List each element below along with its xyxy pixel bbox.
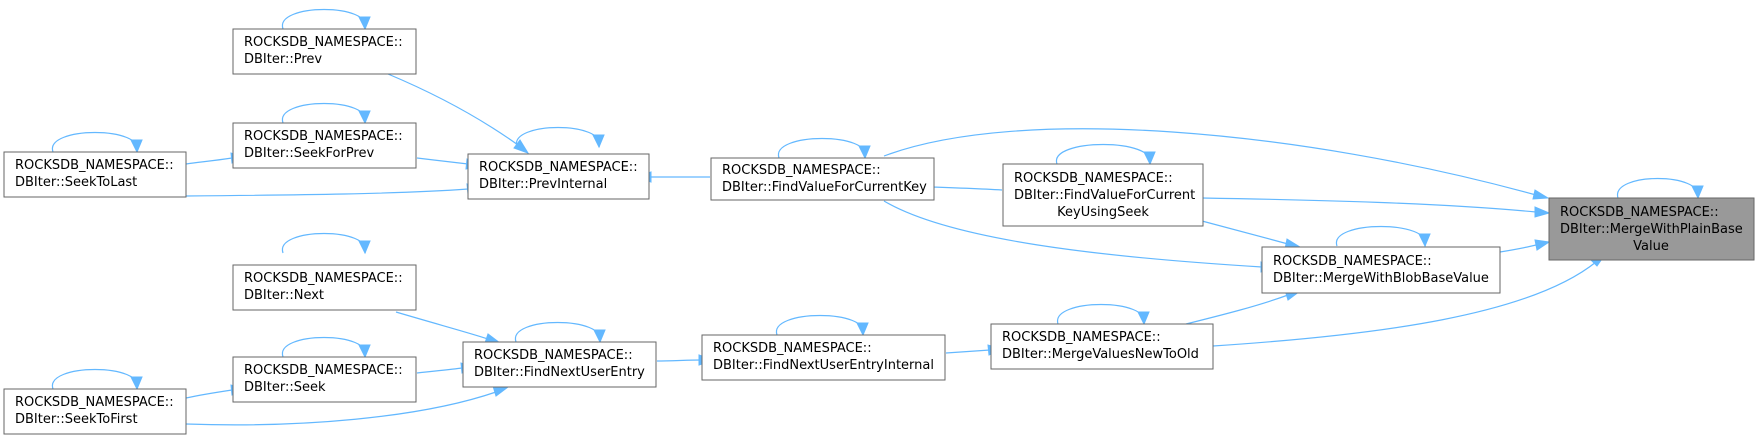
node-label-line: KeyUsingSeek [1057, 205, 1149, 220]
node-label-line: DBIter::FindNextUserEntryInternal [713, 358, 934, 373]
arrowhead [1137, 311, 1150, 326]
edge-merge-new-old-to-merge-plain [1212, 261, 1597, 347]
edge-merge-new-old-to-merge-blob [1185, 294, 1289, 325]
arrowhead [513, 139, 530, 154]
node-find-next-user-entry-internal[interactable]: ROCKSDB_NAMESPACE:: DBIter::FindNextUser… [701, 334, 946, 381]
self-loop-find-next-internal [776, 315, 864, 336]
node-label-line: ROCKSDB_NAMESPACE:: [1002, 330, 1161, 345]
node-label-line: ROCKSDB_NAMESPACE:: [15, 395, 174, 410]
node-label-line: ROCKSDB_NAMESPACE:: [479, 160, 638, 175]
self-loop-seek-to-last [52, 132, 138, 153]
node-find-value-for-current-key[interactable]: ROCKSDB_NAMESPACE:: DBIter::FindValueFor… [710, 157, 935, 201]
arrowhead [1534, 206, 1551, 218]
edge-find-next-to-find-next-internal [656, 359, 702, 362]
self-loop-merge-blob [1336, 226, 1426, 247]
arrowhead [358, 240, 371, 255]
node-label-line: DBIter::MergeWithPlainBase [1560, 222, 1743, 237]
node-label-line: ROCKSDB_NAMESPACE:: [713, 341, 872, 356]
edge-seek-to-last-to-prev-internal [185, 188, 469, 197]
arrowhead [592, 134, 605, 149]
edge-find-value-seek-to-merge-blob [1201, 220, 1289, 245]
arrowhead [1532, 189, 1550, 200]
node-find-next-user-entry[interactable]: ROCKSDB_NAMESPACE:: DBIter::FindNextUser… [462, 341, 657, 388]
node-find-value-for-current-key-using-seek[interactable]: ROCKSDB_NAMESPACE:: DBIter::FindValueFor… [1002, 163, 1204, 227]
node-label-line: ROCKSDB_NAMESPACE:: [244, 35, 403, 50]
node-label-line: DBIter::FindValueForCurrentKey [722, 180, 927, 195]
edge-seek-to-last-to-seek-for-prev [185, 157, 233, 165]
node-seek-to-last[interactable]: ROCKSDB_NAMESPACE:: DBIter::SeekToLast [3, 151, 187, 198]
node-label-line: ROCKSDB_NAMESPACE:: [1273, 254, 1432, 269]
arrowhead [1534, 239, 1551, 251]
node-prev-internal[interactable]: ROCKSDB_NAMESPACE:: DBIter::PrevInternal [467, 153, 650, 200]
arrowhead [856, 322, 869, 337]
edge-seek-for-prev-to-prev-internal [416, 157, 469, 165]
node-label-line: ROCKSDB_NAMESPACE:: [1560, 205, 1719, 220]
arrowhead [358, 16, 371, 31]
node-seek-to-first[interactable]: ROCKSDB_NAMESPACE:: DBIter::SeekToFirst [3, 388, 187, 435]
self-loop-prev-internal [516, 127, 600, 148]
node-label-line: ROCKSDB_NAMESPACE:: [1014, 171, 1173, 186]
node-label-line: ROCKSDB_NAMESPACE:: [474, 348, 633, 363]
node-label-line: ROCKSDB_NAMESPACE:: [15, 158, 174, 173]
self-loop-find-value [778, 138, 866, 159]
node-label-line: DBIter::MergeValuesNewToOld [1002, 347, 1199, 362]
self-loop-merge-new-old [1057, 304, 1145, 325]
node-label-line: ROCKSDB_NAMESPACE:: [722, 163, 881, 178]
edge-seek-to-first-to-seek [185, 389, 233, 399]
node-prev[interactable]: ROCKSDB_NAMESPACE:: DBIter::Prev [232, 28, 417, 75]
node-merge-values-new-to-old[interactable]: ROCKSDB_NAMESPACE:: DBIter::MergeValuesN… [990, 323, 1214, 370]
self-loop-seek [282, 337, 366, 358]
node-label-line: DBIter::SeekForPrev [244, 146, 374, 161]
arrowhead [358, 344, 371, 359]
arrowhead [1418, 233, 1431, 248]
node-next[interactable]: ROCKSDB_NAMESPACE:: DBIter::Next [232, 264, 417, 311]
arrowhead [130, 376, 143, 391]
node-label-line: ROCKSDB_NAMESPACE:: [244, 271, 403, 286]
self-loop-next [282, 233, 366, 254]
node-label-line: DBIter::FindNextUserEntry [474, 365, 645, 380]
node-seek-for-prev[interactable]: ROCKSDB_NAMESPACE:: DBIter::SeekForPrev [232, 122, 417, 169]
node-label-line: DBIter::MergeWithBlobBaseValue [1273, 271, 1489, 286]
self-loop-find-value-seek [1056, 144, 1151, 165]
edge-merge-blob-to-merge-plain [1499, 244, 1537, 253]
node-label-line: DBIter::SeekToFirst [15, 412, 138, 427]
arrowhead [130, 139, 143, 154]
arrowhead [593, 329, 606, 344]
node-label-line: ROCKSDB_NAMESPACE:: [244, 129, 403, 144]
node-merge-with-plain-base-value[interactable]: ROCKSDB_NAMESPACE:: DBIter::MergeWithPla… [1548, 197, 1755, 261]
node-label-line: DBIter::Seek [244, 380, 326, 395]
node-label-line: DBIter::SeekToLast [15, 175, 137, 190]
edge-find-value-seek-to-merge-plain [1201, 197, 1537, 213]
edge-next-to-find-next [395, 311, 489, 340]
edge-seek-to-first-to-find-next [185, 391, 497, 426]
self-loop-seek-for-prev [282, 103, 366, 124]
node-label-line: DBIter::Next [244, 288, 324, 303]
node-label-line: Value [1633, 239, 1669, 254]
arrowhead [1143, 151, 1156, 166]
edge-seek-to-find-next [416, 367, 463, 374]
edge-find-next-internal-to-merge-new-old [945, 349, 991, 354]
node-merge-with-blob-base-value[interactable]: ROCKSDB_NAMESPACE:: DBIter::MergeWithBlo… [1261, 246, 1501, 294]
edge-prev-to-prev-internal [387, 73, 519, 146]
nodes-layer: ROCKSDB_NAMESPACE:: DBIter::MergeWithPla… [3, 28, 1755, 435]
node-label-line: DBIter::FindValueForCurrent [1014, 188, 1195, 203]
self-loop-find-next [515, 322, 601, 343]
node-label-line: DBIter::Prev [244, 52, 322, 67]
self-loop-seek-to-first [52, 369, 138, 390]
node-label-line: ROCKSDB_NAMESPACE:: [244, 363, 403, 378]
edge-find-value-to-merge-blob [883, 200, 1263, 268]
node-label-line: DBIter::PrevInternal [479, 177, 607, 192]
arrowhead [1691, 185, 1704, 200]
self-loop-prev [282, 9, 366, 30]
edge-find-value-to-merge-plain [883, 128, 1537, 196]
arrowhead [858, 145, 871, 160]
node-seek[interactable]: ROCKSDB_NAMESPACE:: DBIter::Seek [232, 356, 417, 403]
self-loop-merge-plain [1617, 178, 1699, 199]
arrowhead [358, 110, 371, 125]
